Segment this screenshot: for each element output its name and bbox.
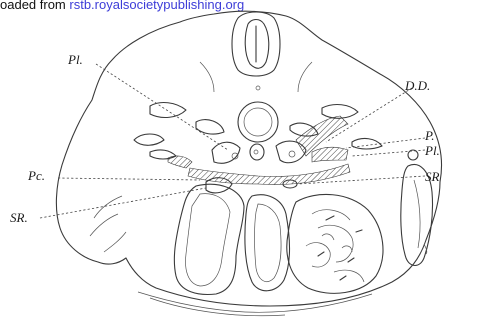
label-pc: Pc. — [27, 168, 45, 183]
middle-chamber — [245, 195, 290, 291]
label-pl-right: Pl. — [424, 143, 440, 158]
label-dd: D.D. — [404, 78, 430, 93]
notochord — [238, 102, 278, 160]
label-sr-left: SR. — [10, 210, 28, 225]
label-p: P. — [424, 128, 435, 143]
label-pl-top: Pl. — [67, 52, 83, 67]
left-chamber — [174, 184, 244, 294]
hatched-septum — [188, 164, 350, 185]
neural-tube — [232, 12, 280, 76]
label-sr-right: SR — [425, 169, 440, 184]
ventral-fold — [138, 292, 372, 316]
body-outline — [56, 11, 441, 306]
intestine-coil — [287, 194, 383, 293]
